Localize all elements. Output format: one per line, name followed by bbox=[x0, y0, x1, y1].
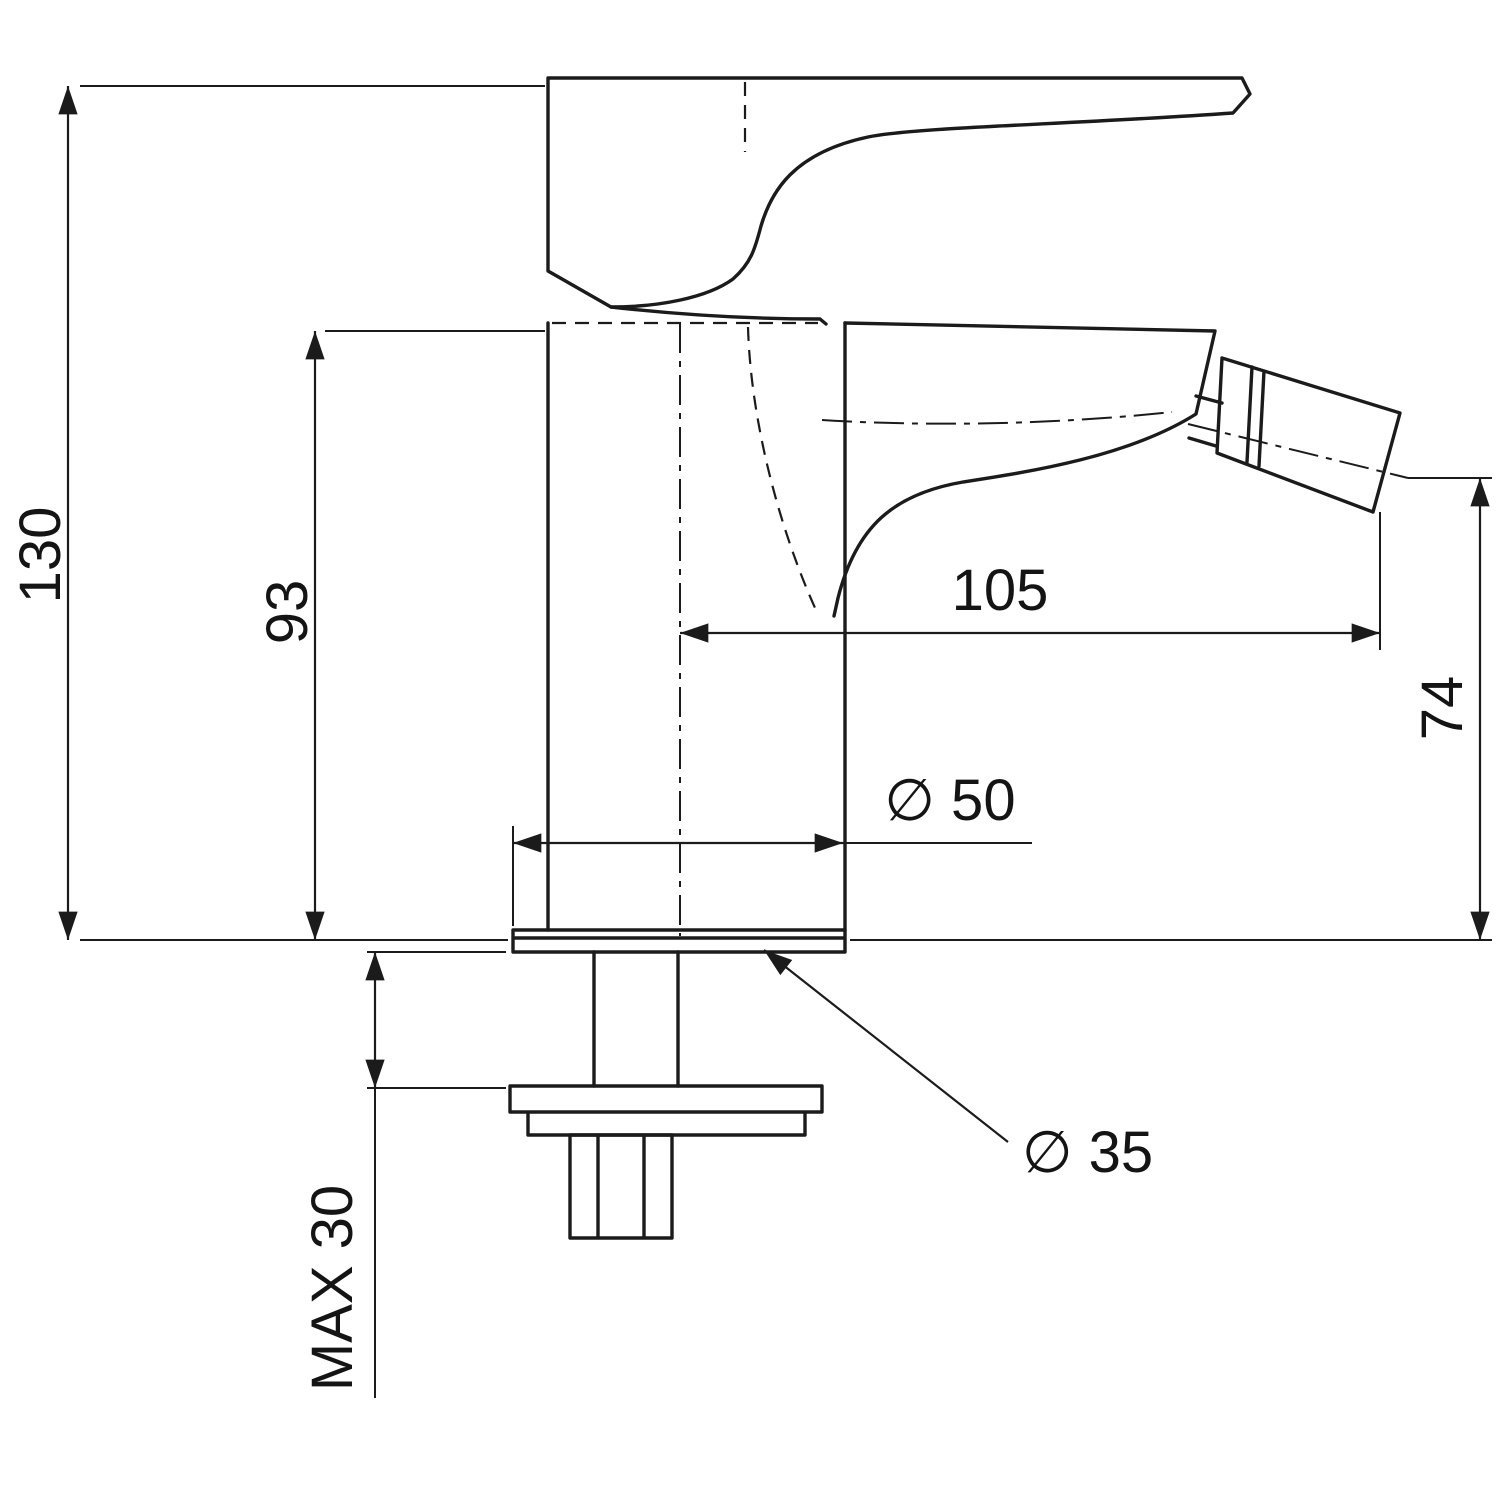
mounting-nut bbox=[568, 1133, 674, 1240]
faucet-outline bbox=[508, 76, 1402, 1240]
label-shank-diameter: ∅ 35 bbox=[1022, 1120, 1153, 1185]
dim-max-deck-thickness: MAX 30 bbox=[300, 951, 506, 1398]
handle-skirt bbox=[609, 305, 828, 326]
label-base-diameter: ∅ 50 bbox=[884, 768, 1015, 833]
base-plate bbox=[511, 928, 847, 954]
mounting-washer bbox=[508, 1084, 824, 1137]
label-spout-reach: 105 bbox=[952, 558, 1049, 623]
label-max-deck-thickness: MAX 30 bbox=[300, 1185, 365, 1391]
dim-overall-height: 130 bbox=[8, 85, 545, 941]
aerator bbox=[1187, 356, 1402, 514]
dim-spout-reach: 105 bbox=[680, 512, 1381, 650]
label-overall-height: 130 bbox=[8, 507, 73, 604]
spout bbox=[832, 321, 1217, 618]
dim-base-diameter: ∅ 50 bbox=[512, 768, 1032, 926]
dim-shank-diameter: ∅ 35 bbox=[763, 949, 1153, 1185]
dim-body-height: 93 bbox=[255, 330, 545, 940]
label-outlet-height: 74 bbox=[1410, 676, 1475, 741]
spout-inner-centerline bbox=[821, 411, 1173, 425]
leader-line bbox=[763, 949, 1009, 1143]
dimensions: 130 93 105 74 ∅ 50 ∅ 35 bbox=[8, 85, 1492, 1398]
handle-lever bbox=[546, 76, 1252, 309]
threaded-shank bbox=[592, 950, 680, 1088]
inner-waterway-curve bbox=[746, 326, 818, 611]
label-body-height: 93 bbox=[255, 580, 320, 645]
aerator-axis bbox=[1187, 423, 1409, 479]
body-cylinder bbox=[546, 321, 847, 932]
dim-outlet-height: 74 bbox=[850, 477, 1492, 941]
